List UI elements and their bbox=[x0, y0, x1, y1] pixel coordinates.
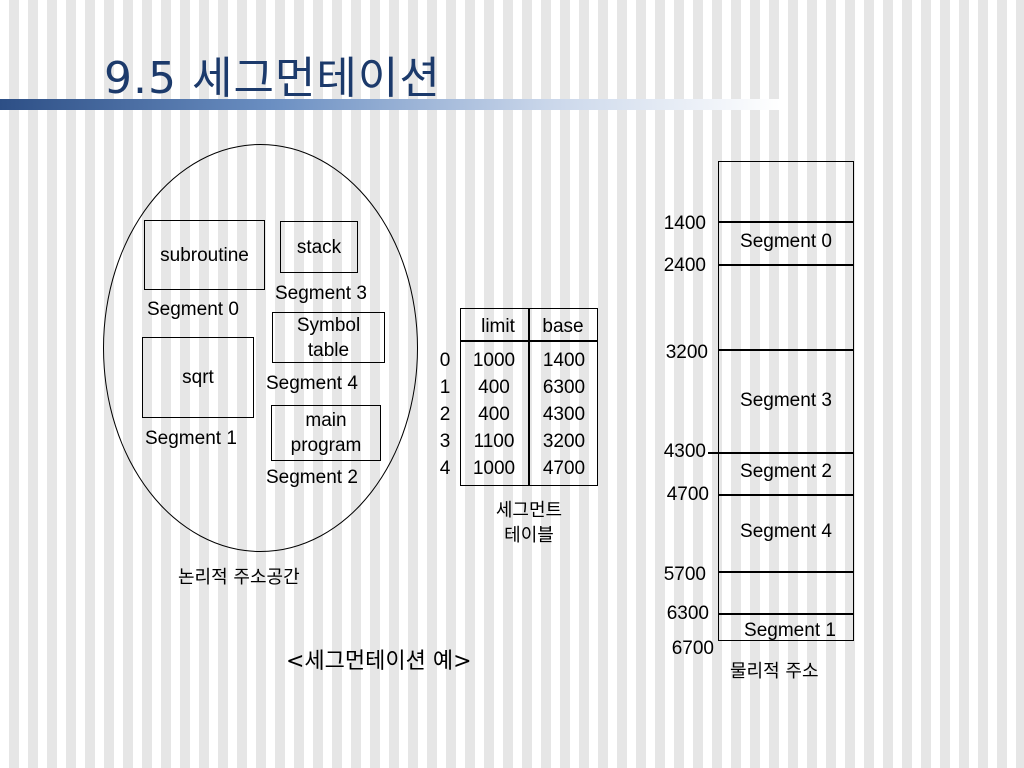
symbol-table-box: Symbol table bbox=[272, 312, 385, 363]
segment-table-header-limit: limit bbox=[481, 316, 515, 337]
segment-table-base-cell: 6300 bbox=[542, 377, 586, 398]
memory-address-label: 4700 bbox=[666, 484, 709, 505]
example-caption: <세그먼테이션 예> bbox=[286, 649, 472, 674]
segment-table-index: 4 bbox=[439, 458, 451, 479]
memory-address-label: 1400 bbox=[663, 213, 706, 234]
sqrt-label: sqrt bbox=[182, 367, 214, 388]
physical-memory-caption: 물리적 주소 bbox=[730, 661, 819, 682]
memory-address-label: 4300 bbox=[663, 441, 706, 462]
main-program-label-line2: program bbox=[290, 435, 362, 456]
memory-tick-4300 bbox=[708, 452, 718, 454]
memory-address-label: 5700 bbox=[663, 564, 706, 585]
segment-table-base-cell: 4300 bbox=[542, 404, 586, 425]
symbol-table-label-line2: table bbox=[307, 339, 350, 361]
main-program-label-line1: main bbox=[305, 410, 347, 431]
title-underline-bar bbox=[0, 99, 780, 110]
segment-table-column-divider bbox=[528, 308, 530, 486]
segment-table-base-cell: 3200 bbox=[542, 431, 586, 452]
memory-boundary-3200 bbox=[718, 349, 854, 351]
physical-memory-column bbox=[718, 161, 854, 641]
memory-segment-1: Segment 1 bbox=[744, 620, 836, 641]
stack-box: stack bbox=[280, 221, 358, 273]
memory-address-label: 2400 bbox=[663, 255, 706, 276]
logical-segment-3-label: Segment 3 bbox=[275, 283, 367, 304]
logical-segment-2-label: Segment 2 bbox=[266, 467, 358, 488]
segment-table-header-base: base bbox=[542, 316, 584, 337]
stack-label: stack bbox=[296, 236, 342, 258]
segment-table-index: 1 bbox=[439, 377, 451, 398]
segment-table-limit-cell: 1100 bbox=[473, 431, 515, 452]
memory-address-label: 6300 bbox=[666, 603, 709, 624]
sqrt-box: sqrt bbox=[142, 337, 254, 418]
memory-address-label: 6700 bbox=[671, 638, 714, 659]
logical-segment-4-label: Segment 4 bbox=[266, 373, 358, 394]
memory-boundary-2400 bbox=[718, 264, 854, 266]
segment-table-limit-cell: 400 bbox=[478, 377, 510, 398]
segment-table-header-divider bbox=[460, 340, 598, 342]
memory-boundary-4300 bbox=[718, 452, 854, 454]
subroutine-box: subroutine bbox=[144, 220, 265, 290]
logical-segment-1-label: Segment 1 bbox=[145, 428, 237, 449]
logical-space-caption: 논리적 주소공간 bbox=[178, 567, 300, 588]
segment-table-limit-cell: 400 bbox=[478, 404, 510, 425]
segment-table-caption-line1: 세그먼트 bbox=[495, 500, 563, 521]
main-program-box: main program bbox=[271, 405, 381, 461]
memory-boundary-4700 bbox=[718, 494, 854, 496]
memory-segment-2: Segment 2 bbox=[740, 461, 832, 482]
subroutine-label: subroutine bbox=[160, 244, 249, 266]
segment-table-base-cell: 1400 bbox=[542, 350, 586, 371]
memory-boundary-5700 bbox=[718, 571, 854, 573]
symbol-table-label-line1: Symbol bbox=[296, 314, 361, 336]
memory-segment-3: Segment 3 bbox=[740, 390, 832, 411]
logical-segment-0-label: Segment 0 bbox=[147, 299, 239, 320]
segment-table-caption-line2: 테이블 bbox=[504, 525, 554, 546]
memory-segment-4: Segment 4 bbox=[740, 521, 832, 542]
segment-table-index: 0 bbox=[439, 350, 451, 371]
memory-address-label: 3200 bbox=[665, 342, 708, 363]
memory-segment-0: Segment 0 bbox=[740, 231, 832, 252]
segment-table-index: 2 bbox=[439, 404, 451, 425]
segment-table-index: 3 bbox=[439, 431, 451, 452]
memory-boundary-1400 bbox=[718, 221, 854, 223]
logical-address-space-ellipse bbox=[103, 144, 418, 552]
segment-table-limit-cell: 1000 bbox=[472, 350, 516, 371]
slide-title: 9.5 세그먼테이션 bbox=[104, 53, 441, 104]
segment-table-base-cell: 4700 bbox=[542, 458, 586, 479]
segment-table-limit-cell: 1000 bbox=[472, 458, 516, 479]
memory-boundary-6300 bbox=[718, 613, 854, 615]
